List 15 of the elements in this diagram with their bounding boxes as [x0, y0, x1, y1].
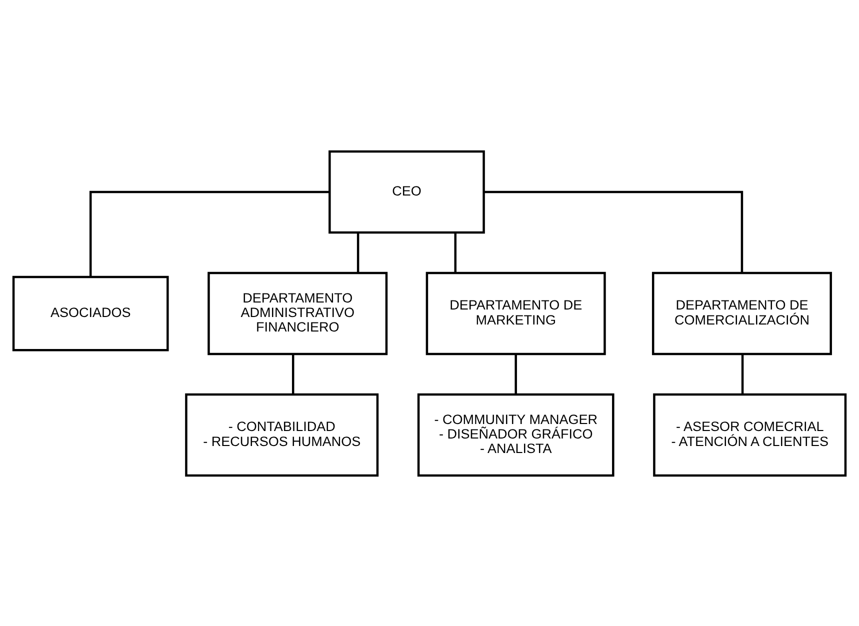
connector: [292, 354, 294, 394]
node-box: DEPARTAMENTO DE MARKETING: [426, 271, 606, 355]
node-box: - ASESOR COMECRIAL - ATENCIÓN A CLIENTES: [653, 392, 847, 476]
node-box: - COMMUNITY MANAGER - DISEÑADOR GRÁFICO - ANALISTA: [417, 392, 614, 476]
node-box: ASOCIADOS: [12, 275, 169, 351]
connector: [741, 354, 744, 394]
node-box: DEPARTAMENTO DE COMERCIALIZACIÓN: [652, 271, 832, 355]
connector: [89, 190, 330, 276]
node-box: CEO: [328, 150, 485, 234]
node-box: DEPARTAMENTO ADMINISTRATIVO FINANCIERO: [208, 271, 388, 355]
connector: [454, 232, 456, 272]
node-box: - CONTABILIDAD - RECURSOS HUMANOS: [185, 392, 379, 476]
connector: [514, 354, 517, 394]
connector: [356, 232, 360, 272]
connector: [484, 190, 744, 272]
